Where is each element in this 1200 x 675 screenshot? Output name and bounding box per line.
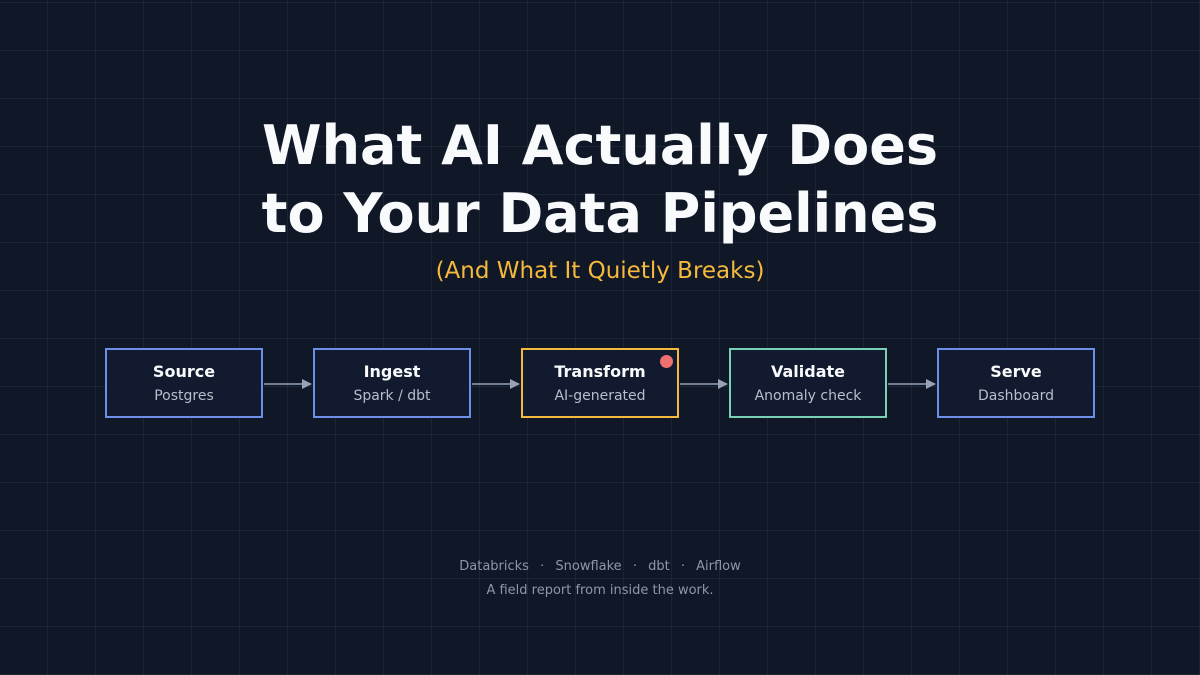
- stage-name: Transform: [554, 362, 646, 381]
- stage-source: Source Postgres: [105, 348, 263, 418]
- platform-databricks: Databricks: [459, 559, 529, 574]
- stage-name: Ingest: [363, 362, 421, 381]
- stage-name: Serve: [990, 362, 1042, 381]
- stage-validate: Validate Anomaly check: [729, 348, 887, 418]
- platform-airflow: Airflow: [696, 559, 741, 574]
- stage-detail: AI-generated: [554, 388, 646, 404]
- stage-name: Source: [152, 362, 216, 381]
- separator: ·: [632, 559, 637, 574]
- stage-detail: Dashboard: [978, 388, 1054, 404]
- stage-name: Validate: [770, 362, 846, 381]
- alert-dot-icon: [660, 355, 673, 368]
- stage-serve: Serve Dashboard: [937, 348, 1095, 418]
- stage-detail: Anomaly check: [754, 388, 862, 404]
- separator: ·: [680, 559, 685, 574]
- stage-transform: Transform AI-generated: [521, 348, 679, 418]
- platform-list: Databricks · Snowflake · dbt · Airflow: [0, 558, 1200, 576]
- tagline: A field report from inside the work.: [486, 583, 714, 598]
- stage-detail: Spark / dbt: [353, 388, 431, 404]
- title-line-1: What AI Actually Does: [262, 114, 938, 177]
- platform-dbt: dbt: [648, 559, 670, 574]
- stage-detail: Postgres: [154, 388, 214, 404]
- subtitle: (And What It Quietly Breaks): [435, 258, 765, 284]
- stage-ingest: Ingest Spark / dbt: [313, 348, 471, 418]
- platform-snowflake: Snowflake: [555, 559, 622, 574]
- page-title: What AI Actually Does to Your Data Pipel…: [0, 112, 1200, 248]
- separator: ·: [540, 559, 545, 574]
- title-line-2: to Your Data Pipelines: [261, 182, 939, 245]
